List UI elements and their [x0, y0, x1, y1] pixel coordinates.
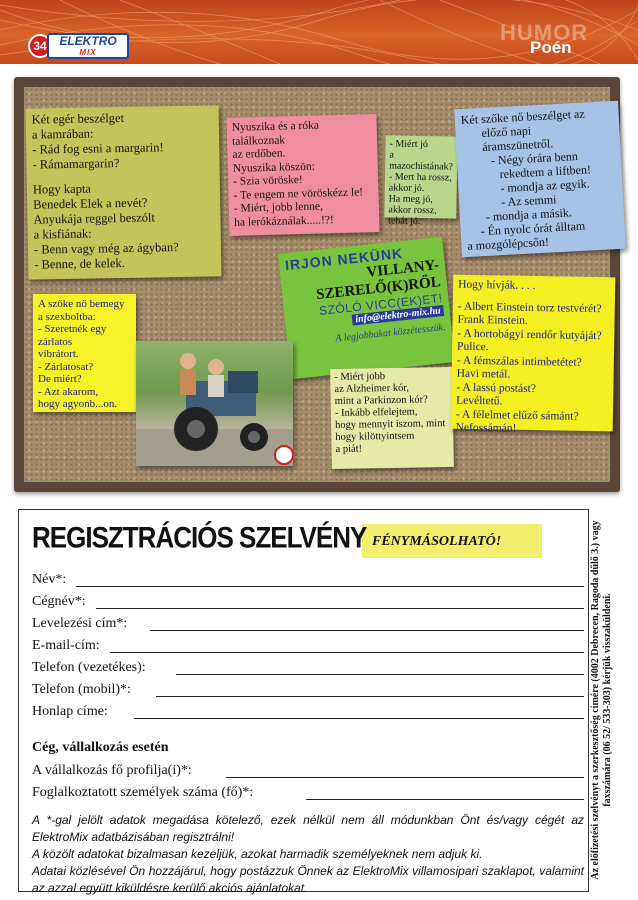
note-line: - Zárlatosat? [38, 360, 94, 373]
company-section-heading: Cég, vállalkozás esetén [32, 740, 169, 755]
email-label: E-mail-cím: [32, 638, 100, 653]
logo-sub: MIX [79, 48, 97, 57]
landline-field[interactable] [176, 674, 584, 675]
decorative-lines [0, 0, 638, 64]
elektromix-logo: ELEKTRO MIX [47, 33, 129, 59]
note-line: Nyuszika és a róka találkoznak [231, 119, 320, 148]
email-field[interactable] [110, 652, 584, 653]
note-line: De miért? [38, 373, 82, 385]
website-field[interactable] [134, 718, 584, 719]
joke-note-bunny: Nyuszika és a róka találkoznak az erdőbe… [226, 114, 380, 236]
joke-note-blondes-elevator: Két szőke nő beszélget az előző napi ára… [454, 100, 626, 258]
joke-note-masochist: - Miért jó a mazochistának? - Mert ha ro… [384, 135, 458, 227]
note-line: hogy mennyit iszom, mint [335, 418, 446, 431]
profile-field[interactable] [226, 777, 584, 778]
registration-form [18, 509, 589, 892]
note-line: a szexboltba: [38, 310, 96, 323]
company-field[interactable] [96, 608, 584, 609]
photocopy-badge [362, 524, 542, 558]
form-note: A közölt adatokat bizalmasan kezeljük, a… [32, 847, 483, 861]
note-line: Hogy hívják. . . . [458, 278, 536, 293]
logo-text: ELEKTRO [59, 34, 117, 48]
note-line: zárlatos [38, 335, 73, 348]
section-title: Poén [530, 38, 572, 57]
note-line: vibrátort. [38, 348, 79, 360]
note-line: - Benne, de kelek. [34, 255, 125, 272]
form-note: A *-gal jelölt adatok megadása kötelező,… [32, 813, 584, 844]
joke-note-alzheimer: - Miért jobb az Alzheimer kór, mint a Pa… [330, 366, 454, 470]
address-field[interactable] [150, 630, 584, 631]
mobile-label: Telefon (mobil)*: [32, 682, 131, 697]
note-line: tehát jó. [388, 215, 421, 227]
form-note: Adatai közlésével Ön hozzájárul, hogy po… [32, 864, 584, 895]
section-ghost: HUMOR [500, 20, 589, 45]
headcount-field[interactable] [306, 799, 584, 800]
joke-note-blonde-shop: A szőke nő bemegy a szexboltba: - Szeret… [33, 294, 136, 412]
form-title: REGISZTRÁCIÓS SZELVÉNY [32, 520, 367, 555]
profile-label: A vállalkozás fő profilja(i)*: [32, 763, 192, 778]
headcount-label: Foglalkoztatott személyek száma (fő)*: [32, 785, 254, 800]
joke-note-mice: Két egér beszélget a kamrában: - Rád fog… [25, 105, 222, 280]
company-label: Cégnév*: [32, 594, 86, 609]
note-line: A szőke nő bemegy [38, 298, 125, 310]
address-label: Levelezési cím*: [32, 616, 128, 631]
call-to-action-note: IRJON NEKÜNK VILLANY- SZERELŐ(K)RŐL SZÓL… [277, 236, 456, 380]
name-field[interactable] [76, 586, 584, 587]
photocopy-label: FÉNYMÁSOLHATÓ! [372, 534, 502, 549]
form-notes: A *-gal jelölt adatok megadása kötelező,… [32, 812, 584, 897]
name-label: Név*: [32, 572, 67, 587]
landline-label: Telefon (vezetékes): [32, 660, 146, 675]
tractor-photo [136, 341, 293, 466]
mobile-field[interactable] [156, 696, 584, 697]
note-line: - Miért jó [389, 138, 428, 151]
return-instructions: Az előfizetési szelvényt a szerkesztőség… [590, 520, 613, 880]
tractor-illustration [136, 353, 293, 466]
note-line: a piát! [335, 443, 363, 455]
website-label: Honlap címe: [32, 704, 108, 719]
note-line: - Szeretnék egy [38, 323, 107, 335]
note-line: Nefossámán! [455, 421, 517, 435]
note-line: hogy agyonb...on. [38, 398, 118, 410]
note-line: - Azt akarom, [38, 385, 99, 398]
joke-note-names: Hogy hívják. . . . - Albert Einstein tor… [450, 274, 616, 435]
note-line: a mazochistának? [389, 149, 454, 173]
